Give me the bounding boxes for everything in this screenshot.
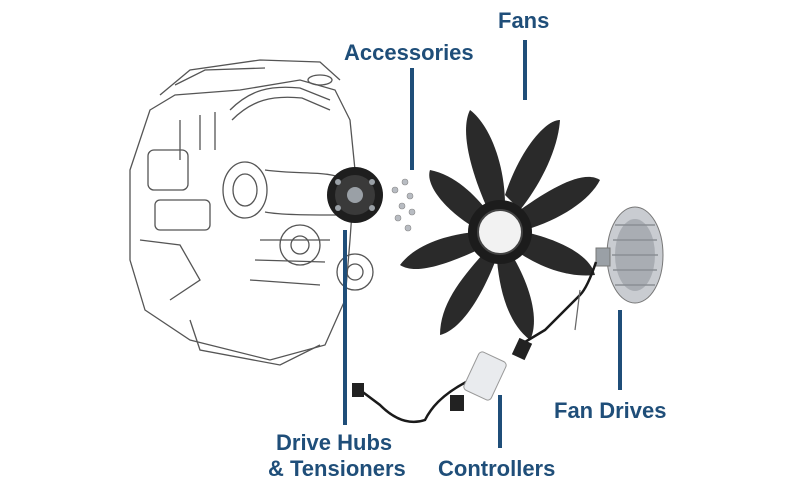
label-controllers: Controllers [438,456,556,481]
label-drive-hubs-line1: Drive Hubs [276,430,393,455]
fan-controller-harness [359,261,598,424]
label-fans: Fans [498,8,550,33]
label-drive-hubs: Drive Hubs & Tensioners [268,430,406,482]
label-accessories: Accessories [344,40,474,65]
cooling-fan [400,110,600,340]
drive-hub-pulley [327,167,383,223]
viscous-fan-drive [595,206,664,304]
fan-controller-module [352,337,533,411]
accessory-bolts [391,178,416,232]
engine-drawing [129,59,374,366]
label-fan-drives: Fan Drives [554,398,667,423]
label-drive-hubs-line2: & Tensioners [268,456,406,481]
leader-lines [343,40,622,448]
